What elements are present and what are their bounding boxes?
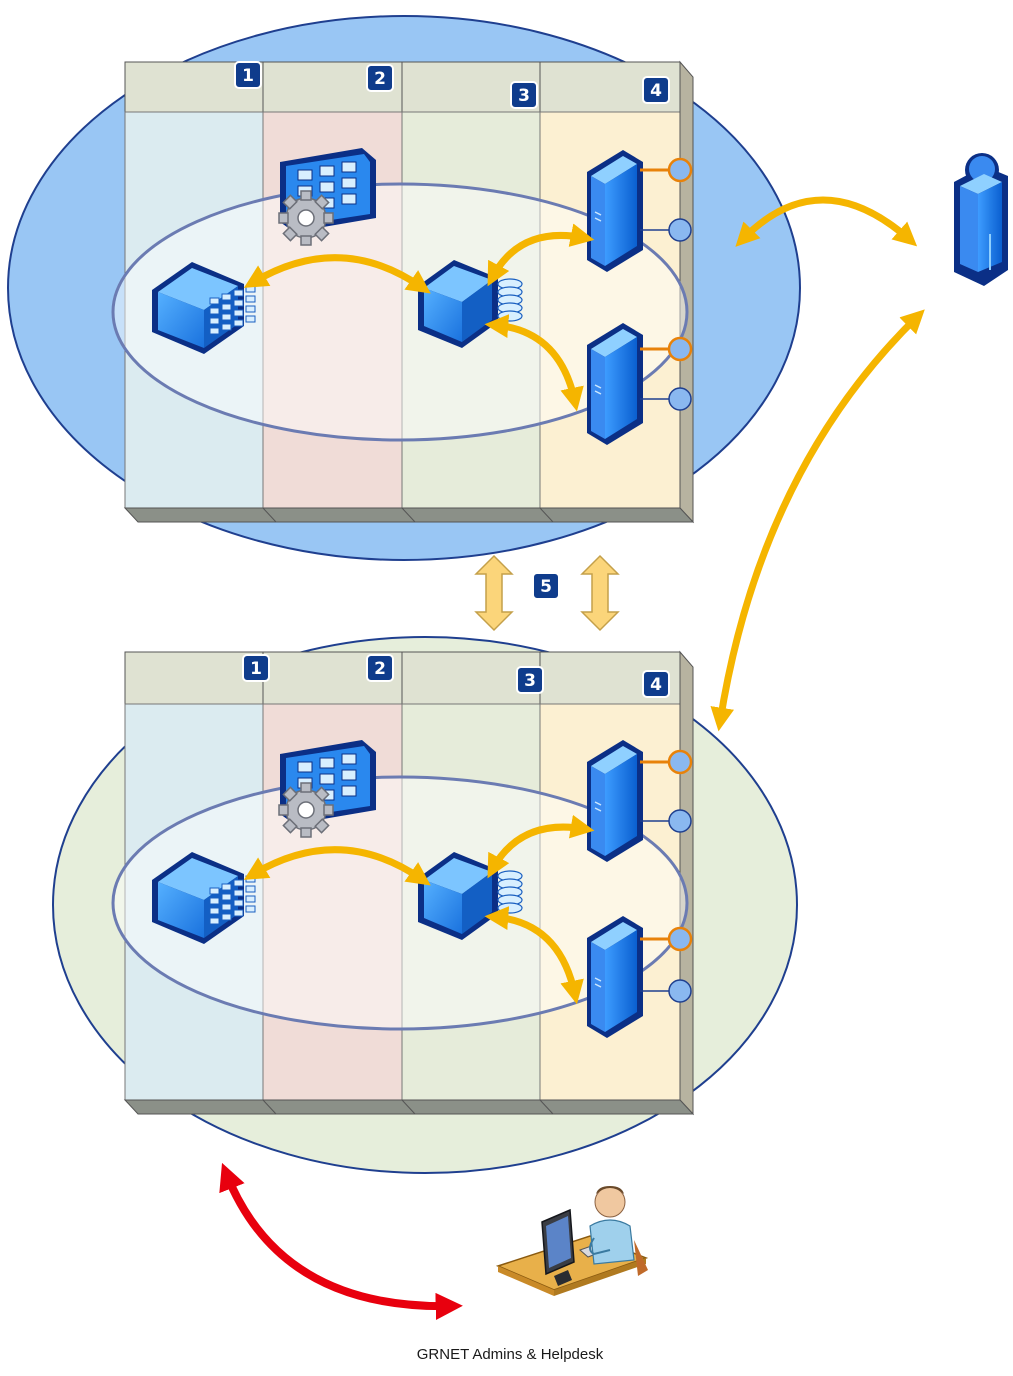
user-access-arrows [710,196,925,732]
badge-top-4: 4 [642,76,670,104]
svg-text:1: 1 [242,66,254,86]
admin-access-arrow [219,1162,463,1320]
network-port-icon [640,749,693,1003]
badge-top-3: 3 [510,81,538,109]
sync-arrow-left [474,554,514,632]
user-icon [954,153,1008,286]
network-port-icon [640,157,693,411]
top-flow-arrows [243,223,595,412]
badge-bottom-4: 4 [642,670,670,698]
bottom-platform: 1 2 3 4 [52,636,798,1174]
badge-top-1: 1 [234,61,262,89]
svg-text:4: 4 [650,81,662,101]
server-icon [586,739,644,863]
badge-bottom-3: 3 [516,666,544,694]
server-icon [586,149,644,273]
sync-arrow-right [580,554,620,632]
badge-top-2: 2 [366,64,394,92]
badge-bottom-1: 1 [242,654,270,682]
badge-bottom-2: 2 [366,654,394,682]
svg-text:5: 5 [540,577,552,597]
svg-text:1: 1 [250,659,262,679]
top-platform: 1 2 3 4 [7,15,801,561]
server-icon [586,322,644,446]
svg-text:4: 4 [650,675,662,695]
server-icon [586,915,644,1039]
bottom-flow-arrows [243,814,595,1005]
badge-sync-5: 5 [532,572,560,600]
svg-text:2: 2 [374,69,386,89]
svg-text:2: 2 [374,659,386,679]
admin-workstation-icon [495,1186,649,1296]
sync-indicator: 5 [474,554,620,632]
svg-text:3: 3 [524,671,536,691]
svg-text:3: 3 [518,86,530,106]
admins-helpdesk-caption: GRNET Admins & Helpdesk [416,1346,604,1363]
